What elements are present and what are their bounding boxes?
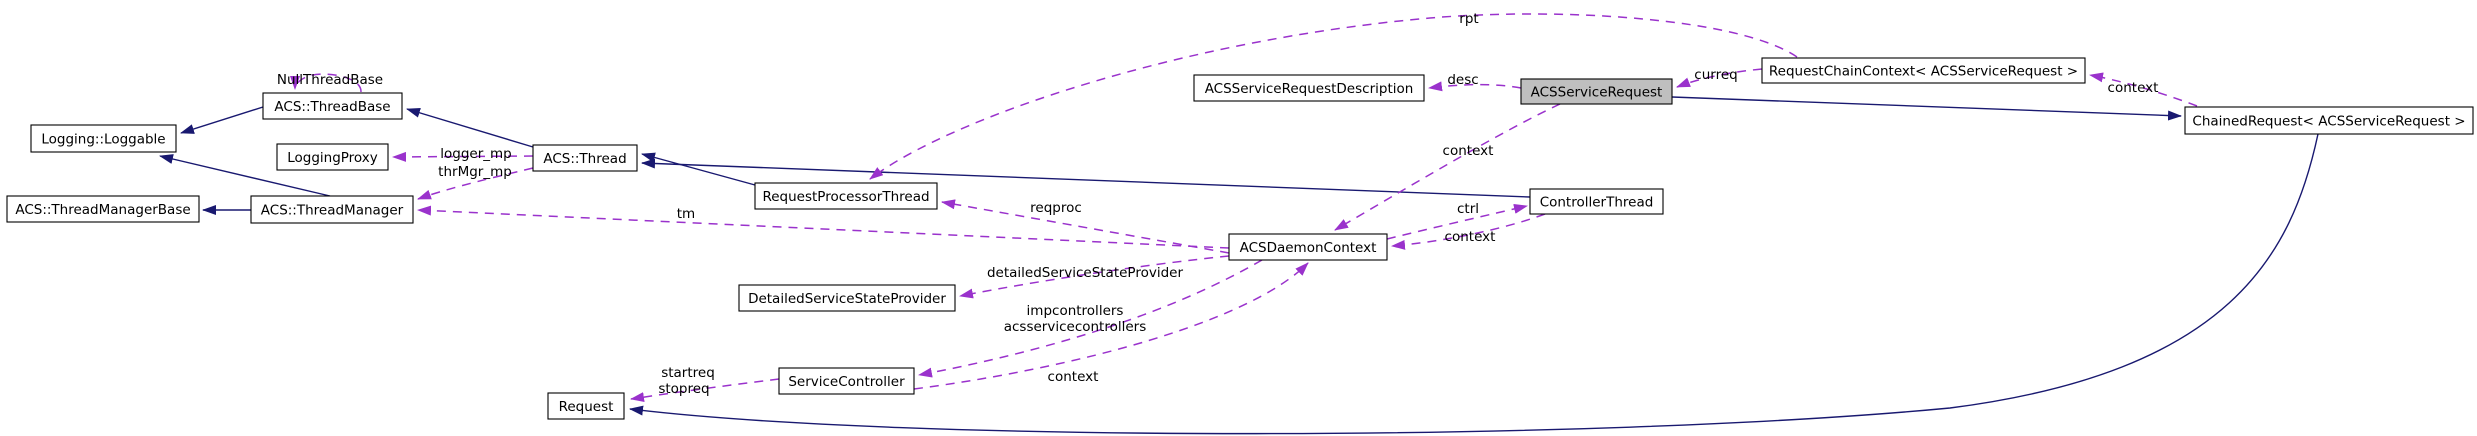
node-acs-threadmanagerbase[interactable]: ACS::ThreadManagerBase: [6, 195, 200, 223]
node-label: ControllerThread: [1540, 195, 1654, 211]
node-label: Request: [559, 399, 614, 415]
edge-label-tm: tm: [677, 206, 695, 222]
edge-controllerthread-acsdaemoncontext: [1391, 213, 1546, 250]
edge-acsdaemoncontext-controllerthread: [1386, 204, 1528, 240]
edge-acsservicerequest-description: [1428, 81, 1522, 92]
edges: [159, 13, 2319, 435]
edge-acsdaemoncontext-threadmanager: [417, 205, 1230, 249]
node-servicecontroller[interactable]: ServiceController: [778, 367, 915, 395]
node-acs-thread[interactable]: ACS::Thread: [532, 144, 638, 172]
edge-label-context-chainedrequest: context: [2108, 80, 2159, 96]
node-label: DetailedServiceStateProvider: [748, 291, 946, 307]
edge-acsservicerequest-chainedrequest: [1671, 96, 2182, 121]
edge-label-rpt: rpt: [1459, 11, 1478, 27]
edge-threadbase-loggable: [180, 106, 264, 134]
edge-acsdaemoncontext-requestprocessorthread: [941, 199, 1230, 254]
node-acsservicerequestdescription[interactable]: ACSServiceRequestDescription: [1193, 74, 1425, 102]
node-label: LoggingProxy: [287, 150, 378, 166]
node-detailedservicestateprovider[interactable]: DetailedServiceStateProvider: [738, 284, 956, 312]
edge-requestprocessorthread-thread: [641, 152, 756, 186]
node-acsdaemoncontext[interactable]: ACSDaemonContext: [1228, 233, 1388, 261]
edge-chainedrequest-request: [629, 133, 2319, 435]
edge-label-context-acsservicerequest: context: [1443, 143, 1494, 159]
node-logging-loggable[interactable]: Logging::Loggable: [30, 124, 177, 153]
node-loggingproxy[interactable]: LoggingProxy: [276, 143, 389, 171]
edge-requestchaincontext-requestprocessorthread: [869, 13, 1798, 180]
node-label: ACS::Thread: [543, 151, 626, 167]
edge-controllerthread-thread: [641, 158, 1531, 198]
edge-label-detailedservicestateprovider: detailedServiceStateProvider: [987, 265, 1183, 281]
node-label: ACSServiceRequestDescription: [1205, 81, 1414, 97]
edge-label-context-controllerthread: context: [1445, 229, 1496, 245]
edge-label-acsservicecontrollers: acsservicecontrollers: [1004, 319, 1147, 335]
node-label: RequestProcessorThread: [762, 189, 929, 205]
node-label: ChainedRequest< ACSServiceRequest >: [2192, 114, 2465, 130]
edge-label-startreq: startreq: [661, 365, 715, 381]
edge-servicecontroller-request: [630, 378, 780, 403]
edge-label-nullthreadbase: NullThreadBase: [277, 72, 383, 88]
edge-acsdaemoncontext-servicecontroller: [918, 259, 1263, 378]
node-acs-threadbase[interactable]: ACS::ThreadBase: [262, 92, 403, 120]
node-chainedrequest[interactable]: ChainedRequest< ACSServiceRequest >: [2184, 106, 2474, 135]
edge-threadmanager-loggable: [159, 154, 331, 197]
edge-acsdaemoncontext-detailedservicestateprovider: [959, 255, 1230, 299]
edge-label-ctrl: ctrl: [1457, 201, 1479, 217]
edge-acsservicerequest-acsdaemoncontext: [1334, 103, 1561, 231]
edge-label-logger-mp: logger_mp: [440, 146, 511, 162]
edge-thread-loggingproxy: [392, 151, 534, 162]
node-controllerthread[interactable]: ControllerThread: [1529, 188, 1664, 215]
edge-label-context-servicecontroller: context: [1048, 369, 1099, 385]
edge-thread-threadbase: [406, 107, 534, 148]
edge-label-desc: desc: [1447, 72, 1478, 88]
node-acsservicerequest: ACSServiceRequest: [1520, 78, 1673, 105]
node-label: Logging::Loggable: [41, 132, 165, 148]
node-label: ServiceController: [788, 374, 905, 390]
node-label: ACSServiceRequest: [1531, 85, 1663, 101]
edge-thread-threadmanager: [417, 167, 534, 200]
node-label: ACSDaemonContext: [1240, 240, 1377, 256]
node-label: RequestChainContext< ACSServiceRequest >: [1769, 64, 2078, 80]
node-request[interactable]: Request: [547, 392, 625, 420]
edge-servicecontroller-acsdaemoncontext: [913, 262, 1309, 390]
edge-label-curreq: curreq: [1694, 67, 1737, 83]
node-requestprocessorthread[interactable]: RequestProcessorThread: [754, 182, 938, 210]
node-requestchaincontext[interactable]: RequestChainContext< ACSServiceRequest >: [1761, 57, 2086, 84]
edge-label-reqproc: reqproc: [1030, 200, 1082, 216]
node-acs-threadmanager[interactable]: ACS::ThreadManager: [250, 195, 414, 224]
node-label: ACS::ThreadManager: [261, 203, 404, 219]
edge-label-impcontrollers: impcontrollers: [1027, 303, 1124, 319]
edge-labels: NullThreadBase logger_mp thrMgr_mp tm re…: [277, 11, 2159, 397]
edge-label-thrmgr-mp: thrMgr_mp: [438, 164, 512, 180]
node-label: ACS::ThreadBase: [274, 99, 390, 115]
edge-chainedrequest-requestchaincontext: [2089, 72, 2198, 107]
node-label: ACS::ThreadManagerBase: [15, 202, 190, 218]
edge-label-stopreq: stopreq: [658, 381, 709, 397]
